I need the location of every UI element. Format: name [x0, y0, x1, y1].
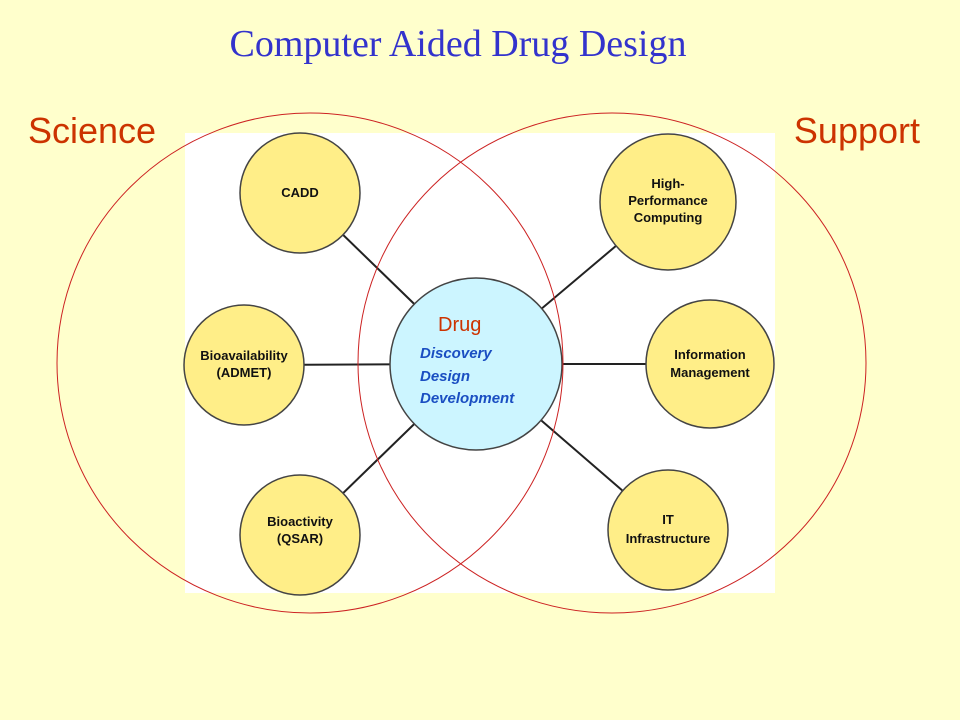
center-node-drug: Drug Discovery Design Development [389, 277, 563, 451]
venn-outlines [56, 112, 867, 614]
node-cadd-line-1: CADD [281, 185, 319, 200]
node-bioavailability: Bioavailability (ADMET) [183, 304, 305, 426]
node-it-line-2: Infrastructure [626, 531, 711, 546]
slide-title: Computer Aided Drug Design [229, 23, 687, 65]
node-cadd: CADD [239, 132, 361, 254]
node-hpc-line-2: Performance [628, 193, 707, 208]
node-hpc-line-3: Computing [634, 210, 703, 225]
node-bioavailability-line-2: (ADMET) [217, 365, 272, 380]
support-label: Support [793, 110, 920, 151]
node-it-line-1: IT [662, 512, 674, 527]
node-information-line-2: Management [670, 365, 750, 380]
center-item-discovery: Discovery [420, 345, 492, 362]
node-hpc-line-1: High- [651, 176, 684, 191]
center-item-development: Development [420, 390, 515, 407]
center-item-design: Design [420, 368, 470, 385]
node-it-infrastructure: IT Infrastructure [607, 469, 729, 591]
support-venn-circle [357, 112, 867, 614]
node-information-line-1: Information [674, 347, 746, 362]
node-bioavailability-line-1: Bioavailability [200, 348, 288, 363]
node-hpc: High- Performance Computing [599, 133, 737, 271]
node-information-management: Information Management [645, 299, 775, 429]
node-bioactivity: Bioactivity (QSAR) [239, 474, 361, 596]
center-heading: Drug [438, 314, 481, 336]
science-venn-circle [56, 112, 564, 614]
node-bioactivity-line-1: Bioactivity [267, 514, 334, 529]
science-label: Science [28, 110, 157, 151]
node-bioactivity-line-2: (QSAR) [277, 531, 323, 546]
